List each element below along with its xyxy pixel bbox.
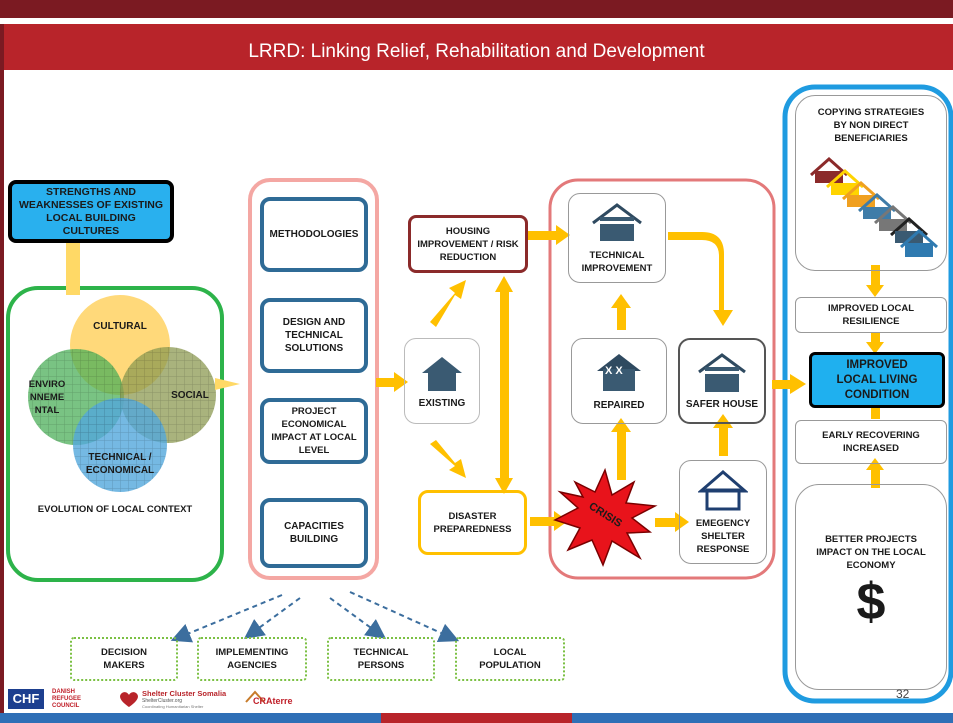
left-accent-line xyxy=(0,24,4,714)
implementing-label: IMPLEMENTING AGENCIES xyxy=(215,647,289,671)
early-label: EARLY RECOVERING INCREASED xyxy=(822,430,920,454)
implementing-agencies-box: IMPLEMENTING AGENCIES xyxy=(197,637,307,681)
chf-logo: CHF xyxy=(8,689,44,709)
evolution-label: EVOLUTION OF LOCAL CONTEXT xyxy=(37,504,193,515)
safer-house-box: SAFER HOUSE xyxy=(678,338,766,424)
shelter-group xyxy=(548,178,776,580)
venn-to-actions-arrow xyxy=(215,378,240,390)
shelter-cluster-icon xyxy=(120,692,138,707)
better-projects-box: BETTER PROJECTS IMPACT ON THE LOCAL ECON… xyxy=(795,484,947,690)
emergency-box: EMEGENCY SHELTER RESPONSE xyxy=(679,460,767,564)
context-group xyxy=(6,286,224,582)
strengths-label: STRENGTHS AND WEAKNESSES OF EXISTING LOC… xyxy=(18,185,164,237)
technical-grid xyxy=(73,398,167,492)
existing-box: EXISTING xyxy=(404,338,480,424)
better-label: BETTER PROJECTS IMPACT ON THE LOCAL ECON… xyxy=(816,534,926,571)
stakeholder-arrows xyxy=(170,591,460,643)
technical-label: TECHNICAL / ECONOMICAL xyxy=(85,452,155,476)
technical-improvement-box: TECHNICAL IMPROVEMENT xyxy=(568,193,666,283)
environmental-label: ENVIRO NNEME NTAL xyxy=(28,379,66,416)
strengths-box: STRENGTHS AND WEAKNESSES OF EXISTING LOC… xyxy=(8,180,174,243)
housing-box: HOUSING IMPROVEMENT / RISK REDUCTION xyxy=(408,215,528,273)
chf-text: CHF xyxy=(12,691,40,706)
improved-house-icon xyxy=(592,203,642,241)
social-label: SOCIAL xyxy=(171,390,209,401)
copying-box: COPYING STRATEGIES BY NON DIRECT BENEFIC… xyxy=(795,95,947,271)
bottom-bar xyxy=(0,713,953,723)
outcomes-group xyxy=(782,84,953,704)
shelter-cluster-tagline: Coordinating Humanitarian Shelter xyxy=(142,704,204,709)
tent-icon xyxy=(698,470,748,511)
repaired-marks: X X xyxy=(605,365,623,377)
craterre-text: CRAterre xyxy=(253,696,293,706)
repaired-label: REPAIRED xyxy=(593,399,645,411)
living-condition-box: IMPROVED LOCAL LIVING CONDITION xyxy=(809,352,945,408)
existing-label: EXISTING xyxy=(418,397,466,409)
technical-persons-box: TECHNICAL PERSONS xyxy=(327,637,435,681)
living-label: IMPROVED LOCAL LIVING CONDITION xyxy=(836,358,918,401)
disaster-box: DISASTER PREPAREDNESS xyxy=(418,490,527,555)
flow-arrows xyxy=(376,225,884,532)
technical-improvement-label: TECHNICAL IMPROVEMENT xyxy=(581,250,653,274)
drc-logo: DANISH REFUGEE COUNCIL xyxy=(52,689,100,711)
disaster-label: DISASTER PREPAREDNESS xyxy=(433,510,512,535)
cultural-label: CULTURAL xyxy=(93,321,147,332)
decision-makers-box: DECISION MAKERS xyxy=(70,637,178,681)
resilience-box: IMPROVED LOCAL RESILIENCE xyxy=(795,297,947,333)
dollar-icon: $ xyxy=(856,573,886,631)
methodologies-label: METHODOLOGIES xyxy=(269,229,359,240)
crisis-burst xyxy=(553,467,658,567)
shelter-cluster-url: ShelterCluster.org xyxy=(142,698,183,704)
house-icon xyxy=(422,356,462,391)
drc-text: DANISH REFUGEE COUNCIL xyxy=(52,689,82,709)
design-label: DESIGN AND TECHNICAL SOLUTIONS xyxy=(282,317,346,354)
safer-house-label: SAFER HOUSE xyxy=(685,398,759,410)
decision-label: DECISION MAKERS xyxy=(101,647,147,671)
early-recovering-box: EARLY RECOVERING INCREASED xyxy=(795,420,947,464)
local-population-label: LOCAL POPULATION xyxy=(479,647,541,671)
project-label: PROJECT ECONOMICAL IMPACT AT LOCAL LEVEL xyxy=(271,406,357,456)
capacities-label: CAPACITIES BUILDING xyxy=(284,521,344,545)
strengths-connector xyxy=(66,243,80,295)
emergency-label: EMEGENCY SHELTER RESPONSE xyxy=(695,518,751,555)
housing-label: HOUSING IMPROVEMENT / RISK REDUCTION xyxy=(417,225,519,263)
capacities-box: CAPACITIES BUILDING xyxy=(260,498,368,568)
repaired-box: X X REPAIRED xyxy=(571,338,667,424)
safer-house-icon xyxy=(698,352,746,392)
technical-persons-label: TECHNICAL PERSONS xyxy=(353,647,409,671)
local-population-box: LOCAL POPULATION xyxy=(455,637,565,681)
page-title: LRRD: Linking Relief, Rehabilitation and… xyxy=(248,41,705,62)
craterre-roof-icon xyxy=(245,690,265,703)
copying-label: COPYING STRATEGIES BY NON DIRECT BENEFIC… xyxy=(817,107,925,144)
top-bar xyxy=(0,0,953,18)
craterre-logo: CRAterre xyxy=(245,690,305,710)
page-number: 32 xyxy=(896,687,910,701)
design-box: DESIGN AND TECHNICAL SOLUTIONS xyxy=(260,298,368,373)
project-box: PROJECT ECONOMICAL IMPACT AT LOCAL LEVEL xyxy=(260,398,368,464)
repaired-house-icon xyxy=(597,353,641,391)
shelter-cluster-title: Shelter Cluster Somalia xyxy=(142,689,227,698)
resilience-label: IMPROVED LOCAL RESILIENCE xyxy=(827,303,915,327)
title-bar: LRRD: Linking Relief, Rehabilitation and… xyxy=(0,24,953,70)
methodologies-box: METHODOLOGIES xyxy=(260,197,368,272)
shelter-cluster-logo: Shelter Cluster Somalia ShelterCluster.o… xyxy=(118,688,238,712)
house-cascade-icon xyxy=(810,156,938,257)
